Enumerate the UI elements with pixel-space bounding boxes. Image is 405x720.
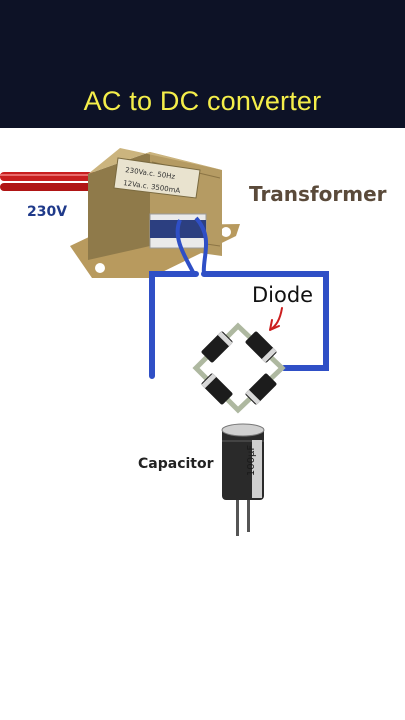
diode-1 [201,331,233,363]
capacitor-value-label: 100µF [246,444,258,477]
transformer: 230Va.c. 50Hz 12Va.c. 3500mA [70,148,240,278]
diode-label: Diode [252,283,314,307]
diode-4 [245,373,277,405]
header-banner: AC to DC converter [0,0,405,128]
power-cord [0,172,98,191]
circuit-svg: 230Va.c. 50Hz 12Va.c. 3500mA [0,148,329,536]
secondary-wires [149,271,329,379]
page-title: AC to DC converter [83,86,322,116]
input-voltage-label: 230V [27,204,68,220]
diode-arrow [269,307,283,331]
transformer-label: Transformer [249,182,387,206]
circuit-diagram: 230Va.c. 50Hz 12Va.c. 3500mA [0,128,405,720]
diode-2 [245,331,277,363]
bridge-rectifier [192,322,286,414]
diode-3 [201,373,233,405]
capacitor [221,423,265,536]
capacitor-label: Capacitor [138,456,214,472]
